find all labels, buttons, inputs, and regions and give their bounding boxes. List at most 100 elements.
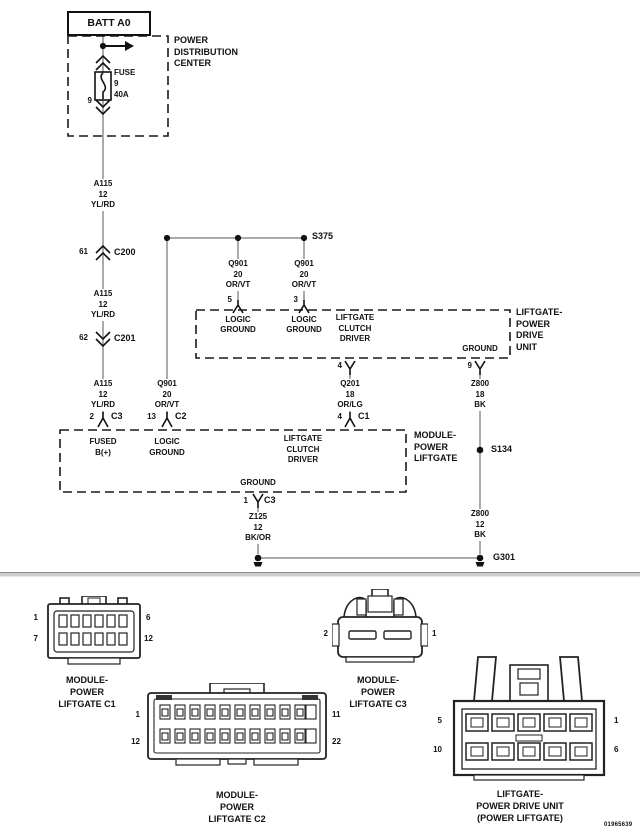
ground-symbol [253,554,485,567]
pdu-caption: LIFTGATE-POWER DRIVE UNIT(POWER LIFTGATE… [455,788,585,824]
label-line: LIFTGATE [414,453,458,463]
c3-pin-right: 1 [432,629,437,638]
c3-pin-left: 2 [323,629,328,638]
label-line: YL/RD [91,310,115,319]
label-line: 20 [233,269,243,279]
pdu-pin-4: 4 [337,361,342,370]
module-pin-13: 13 [147,412,156,421]
label-line: 12 [98,189,108,199]
label-line: 9 [114,79,119,88]
label-line: LIFTGATE [283,434,323,443]
splice-s375-label: S375 [312,231,334,241]
label-line: 20 [162,389,172,399]
label-line: FUSED [89,437,117,446]
terminal-fork [97,412,109,428]
pdc-box [67,35,169,137]
c2-pin-br: 22 [332,737,341,746]
terminal-fork [474,360,486,375]
label-line: DRIVER [339,334,371,343]
label-line: A115 [93,179,113,188]
label-line: DRIVER [287,455,319,464]
module-conn-c3: C3 [111,411,123,421]
label-line: (POWER LIFTGATE) [477,813,563,823]
c1-pin-br: 12 [144,634,153,643]
label-line: LOGIC [291,315,317,324]
pdu-pin-3: 3 [293,295,298,304]
c201-chevron-icon [95,331,111,348]
connector-c2-drawing [147,683,327,766]
label-line: POWER [516,318,551,329]
terminal-fork [252,493,264,508]
label-line: LIFTGATE- [516,307,563,317]
label-line: LOGIC [154,437,180,446]
label-line: CLUTCH [286,444,320,454]
module-conn-c3-out: C3 [264,495,276,505]
label-line: CLUTCH [338,323,372,333]
c2-pin-tr: 11 [332,710,341,719]
label-line: CENTER [174,58,212,68]
terminal-fork [232,300,244,314]
label-line: LIFTGATE C2 [208,814,266,824]
c1-pin-bl: 7 [33,634,38,643]
pdu-box [195,309,511,359]
label-line: LIFTGATE C1 [58,699,116,709]
module-fused-label: FUSED B(+) [81,436,125,458]
splice-dot-s375 [300,234,308,242]
c2-pin-tl: 1 [135,710,140,719]
chevron-down-icon [95,99,111,116]
splice-dot [234,234,242,242]
label-line: B(+) [95,448,111,457]
connector-c1-drawing [47,596,141,665]
c1-pin-tr: 6 [146,613,151,622]
label-line: POWER [414,441,449,452]
module-box [59,429,407,493]
module-conn-c2: C2 [175,411,187,421]
label-line: 12 [98,299,108,309]
pdu-view-pin-bl: 10 [433,745,442,754]
label-line: YL/RD [91,200,115,209]
c201-label: C201 [114,333,136,343]
label-line: BK [474,530,486,539]
label-line: 18 [345,389,355,399]
terminal-fork [344,412,356,428]
pdu-ground-label: GROUND [462,344,498,353]
label-line: LIFTGATE- [496,789,544,799]
label-line: GROUND [220,325,256,334]
label-line: Z800 [470,379,490,388]
c200-pin: 61 [79,247,88,256]
chevron-up-icon [95,54,111,71]
label-line: FUSE [114,68,136,77]
label-line: DRIVE [516,330,544,340]
label-line: GROUND [149,448,185,457]
pdu-view-pin-br: 6 [614,745,619,754]
label-line: LOGIC [225,315,251,324]
pdu-pin-9: 9 [467,361,472,370]
c3-pins [348,630,412,640]
symbols [94,41,486,567]
label-line: Q201 [340,379,360,388]
label-line: LIFTGATE [335,313,375,322]
c1-pin-tl: 1 [33,613,38,622]
label-line: A115 [93,379,113,388]
label-line: 18 [475,389,485,399]
label-line: 12 [98,389,108,399]
c200-label: C200 [114,247,136,257]
module-ground-label: GROUND [240,478,276,487]
